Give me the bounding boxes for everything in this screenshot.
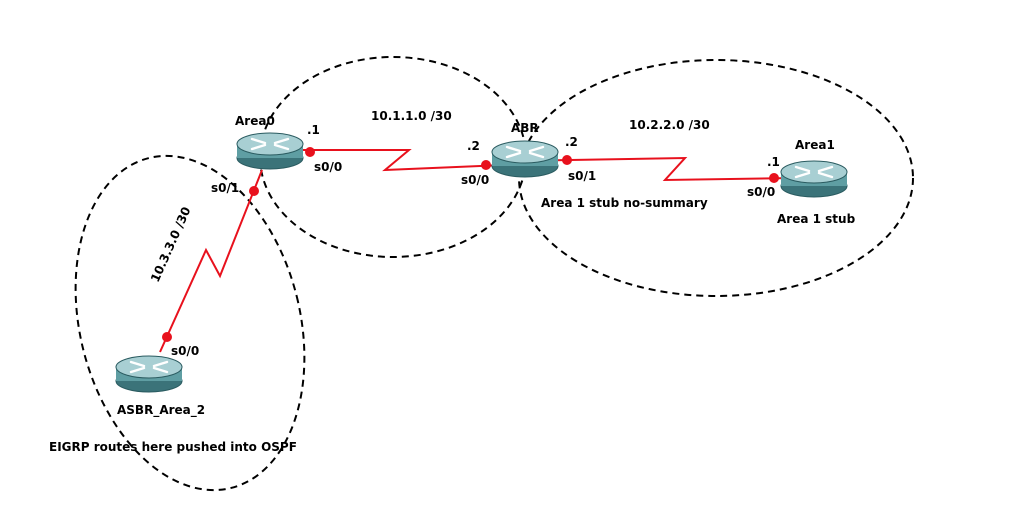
serial-link-area0-asbr[interactable] [159, 169, 263, 353]
serial-link-area0-abr[interactable] [285, 149, 505, 172]
intf-label-abr-s0-1: s0/1 [568, 169, 596, 183]
port-asbr-s0-0[interactable] [162, 332, 172, 342]
router-area1[interactable] [779, 159, 849, 199]
host-label-area0: .1 [307, 123, 320, 137]
port-area0-s0-1[interactable] [249, 186, 259, 196]
router-label-abr: ABR [511, 121, 539, 135]
port-area1-s0-0[interactable] [769, 173, 779, 183]
intf-label-area1-s0-0: s0/0 [747, 185, 775, 199]
intf-label-area0-s0-0: s0/0 [314, 160, 342, 174]
router-icon [490, 139, 560, 179]
router-icon [114, 354, 184, 394]
subnet-label-area0-asbr: 10.3.3.0 /30 [148, 205, 194, 284]
router-icon [779, 159, 849, 199]
router-asbr[interactable] [114, 354, 184, 394]
area2-boundary [74, 154, 306, 492]
router-label-area1: Area1 [795, 138, 835, 152]
note-abr: Area 1 stub no-summary [541, 196, 708, 210]
intf-label-abr-s0-0: s0/0 [461, 173, 489, 187]
host-label-area1: .1 [767, 155, 780, 169]
subnet-label-abr-area1: 10.2.2.0 /30 [629, 118, 710, 132]
note-area1: Area 1 stub [777, 212, 856, 226]
port-abr-s0-1[interactable] [562, 155, 572, 165]
port-area0-s0-0[interactable] [305, 147, 315, 157]
intf-label-area0-s0-1: s0/1 [211, 181, 239, 195]
intf-label-asbr-s0-0: s0/0 [171, 344, 199, 358]
note-asbr: EIGRP routes here pushed into OSPF [49, 440, 297, 454]
router-label-area0: Area0 [235, 114, 275, 128]
serial-link-abr-area1[interactable] [511, 156, 796, 182]
port-abr-s0-0[interactable] [481, 160, 491, 170]
router-abr[interactable] [490, 139, 560, 179]
router-icon [235, 131, 305, 171]
router-area0[interactable] [235, 131, 305, 171]
host-label-abr-s0-0: .2 [467, 139, 480, 153]
host-label-abr-s0-1: .2 [565, 135, 578, 149]
subnet-label-area0-abr: 10.1.1.0 /30 [371, 109, 452, 123]
router-label-asbr: ASBR_Area_2 [117, 403, 205, 418]
area1-boundary [518, 59, 914, 297]
